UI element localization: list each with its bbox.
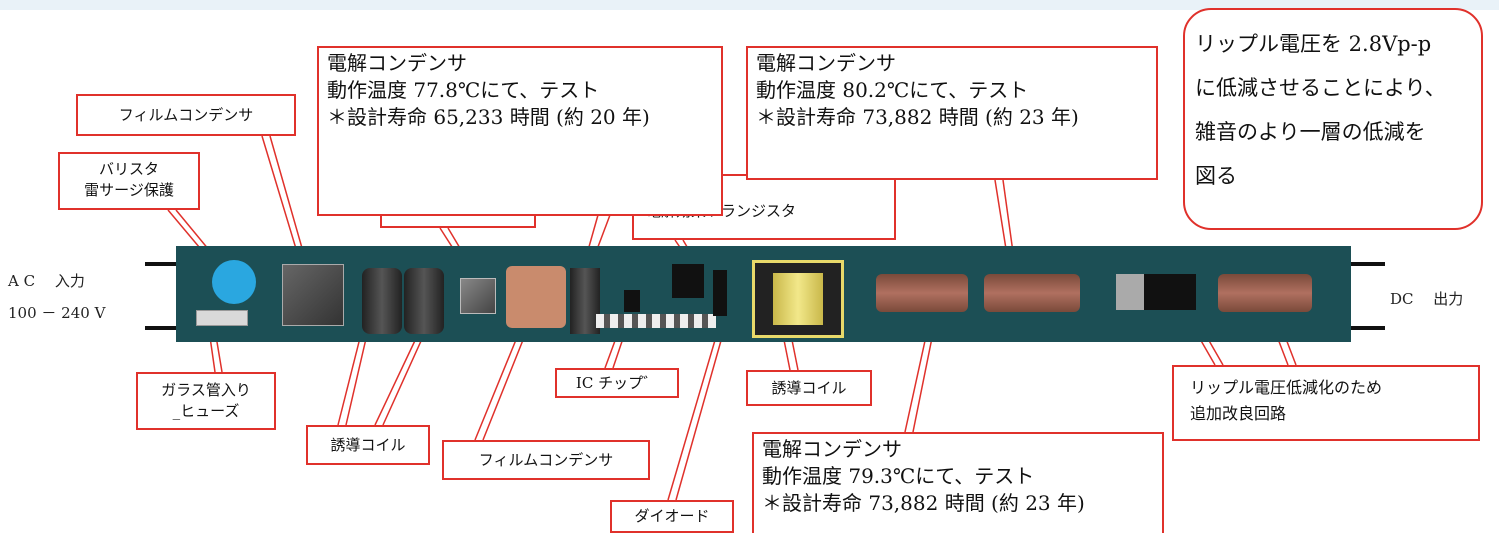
electrolytic-capacitor-2 [876, 274, 968, 312]
smd-row [596, 314, 716, 328]
electrolytic-capacitor-3 [984, 274, 1080, 312]
ripple-circuit-inductor [1116, 274, 1196, 310]
label-electrolytic-capacitor-2: 電解コンデンサ 動作温度 80.2℃にて、テスト ＊設計寿命 73,882 時間… [746, 46, 1158, 180]
ripple-note: リップル電圧を 2.8Vp-p に低減させることにより、 雑音のより一層の低減を… [1183, 8, 1483, 230]
varistor [212, 260, 256, 304]
film-capacitor-1 [282, 264, 344, 326]
label-film-capacitor-bottom: フィルムコンデンサ [442, 440, 650, 480]
ic-chip [624, 290, 640, 312]
bridge-rectifier [460, 278, 496, 314]
fet [672, 264, 704, 298]
label-inductor-2: 誘導コイル [746, 370, 872, 406]
inductor-1b [404, 268, 444, 334]
dc-output-label: DC 出力 [1390, 290, 1464, 308]
label-electrolytic-capacitor-1: 電解コンデンサ 動作温度 77.8℃にて、テスト ＊設計寿命 65,233 時間… [317, 46, 723, 216]
label-ic-chip: IC チップ゛ [555, 368, 679, 398]
label-electrolytic-capacitor-3: 電解コンデンサ 動作温度 79.3℃にて、テスト ＊設計寿命 73,882 時間… [752, 432, 1164, 533]
label-varistor: バリスタ雷サージ保護 [58, 152, 200, 210]
circuit-board [176, 246, 1351, 342]
ac-input-label: A C 入力 [8, 272, 85, 290]
label-ripple-circuit: リップル電圧低減化のため追加改良回路 [1172, 365, 1480, 441]
electrolytic-capacitor-4 [1218, 274, 1312, 312]
label-inductor-1: 誘導コイル [306, 425, 430, 465]
input-voltage: 100 － 240 V [8, 304, 106, 322]
label-fuse: ガラス管入り_ヒューズ [136, 372, 276, 430]
fuse [196, 310, 248, 326]
inductor-1a [362, 268, 402, 334]
label-film-capacitor-top: フィルムコンデンサ [76, 94, 296, 136]
label-diode: ダイオード [610, 500, 734, 533]
film-capacitor-2 [506, 266, 566, 328]
diode [713, 270, 727, 316]
electrolytic-capacitor-1 [570, 268, 600, 334]
top-strip [0, 0, 1499, 10]
transformer [752, 260, 844, 338]
